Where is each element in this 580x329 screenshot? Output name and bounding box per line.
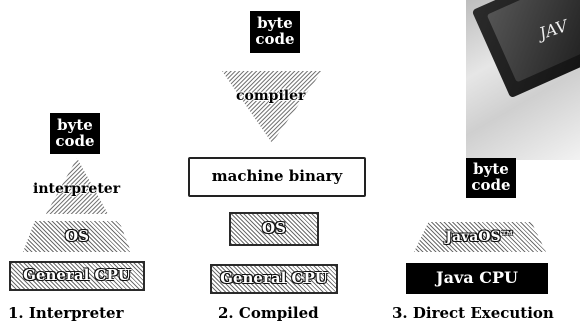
- java-chip-photo: JAV: [466, 0, 580, 160]
- direct-execution-caption: 3. Direct Execution: [392, 304, 554, 322]
- interpreter-triangle: [46, 158, 108, 214]
- interpreter-cpu-box: General CPU: [9, 261, 145, 291]
- compiler-label: compiler: [236, 88, 306, 104]
- interpreter-bytecode-box: byte code: [50, 113, 100, 154]
- compiled-bytecode-box: byte code: [250, 11, 300, 53]
- compiler-triangle: [222, 71, 322, 143]
- interpreter-os-layer: OS: [23, 221, 131, 252]
- javaos-layer: JavaOS™: [414, 222, 546, 252]
- chip-die: [486, 0, 580, 83]
- java-cpu-box: Java CPU: [406, 263, 548, 294]
- direct-bytecode-box: byte code: [466, 158, 516, 198]
- interpreter-caption: 1. Interpreter: [8, 304, 124, 322]
- compiled-cpu-box: General CPU: [210, 264, 338, 294]
- chip-image: [471, 0, 580, 99]
- interpreter-label: interpreter: [33, 181, 121, 197]
- compiled-caption: 2. Compiled: [218, 304, 319, 322]
- machine-binary-box: machine binary: [188, 157, 366, 197]
- compiled-os-box: OS: [229, 212, 319, 246]
